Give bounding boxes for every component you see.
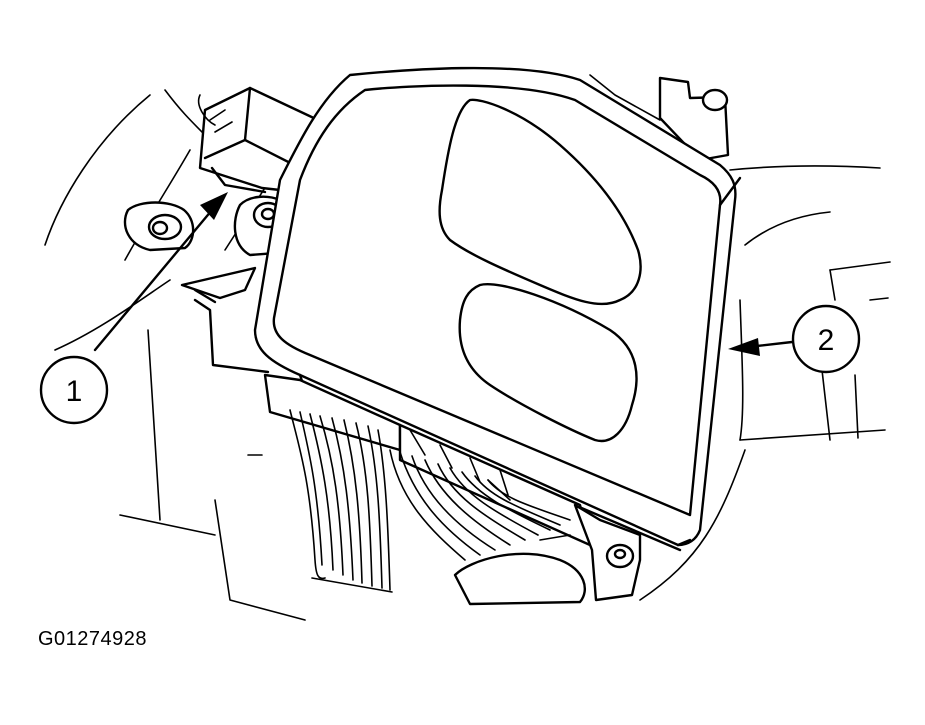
callout-1: 1: [39, 192, 228, 425]
callout-label-1: 1: [66, 375, 83, 408]
callout-circle-1: [39, 355, 109, 425]
callout-label-2: 2: [818, 324, 835, 357]
figure-code: G01274928: [38, 628, 148, 650]
stud-bolt-left: [123, 201, 195, 252]
harness-connectors: [263, 373, 642, 602]
dash-contours: [44, 74, 891, 621]
callout-circle-2: [791, 304, 861, 374]
callout-2: 2: [728, 304, 861, 374]
wiring-bundle-right: [389, 449, 586, 606]
arrowhead-2-icon: [728, 338, 760, 356]
arrowhead-1-icon: [200, 192, 228, 220]
wiring-bundle-left: [289, 409, 393, 593]
